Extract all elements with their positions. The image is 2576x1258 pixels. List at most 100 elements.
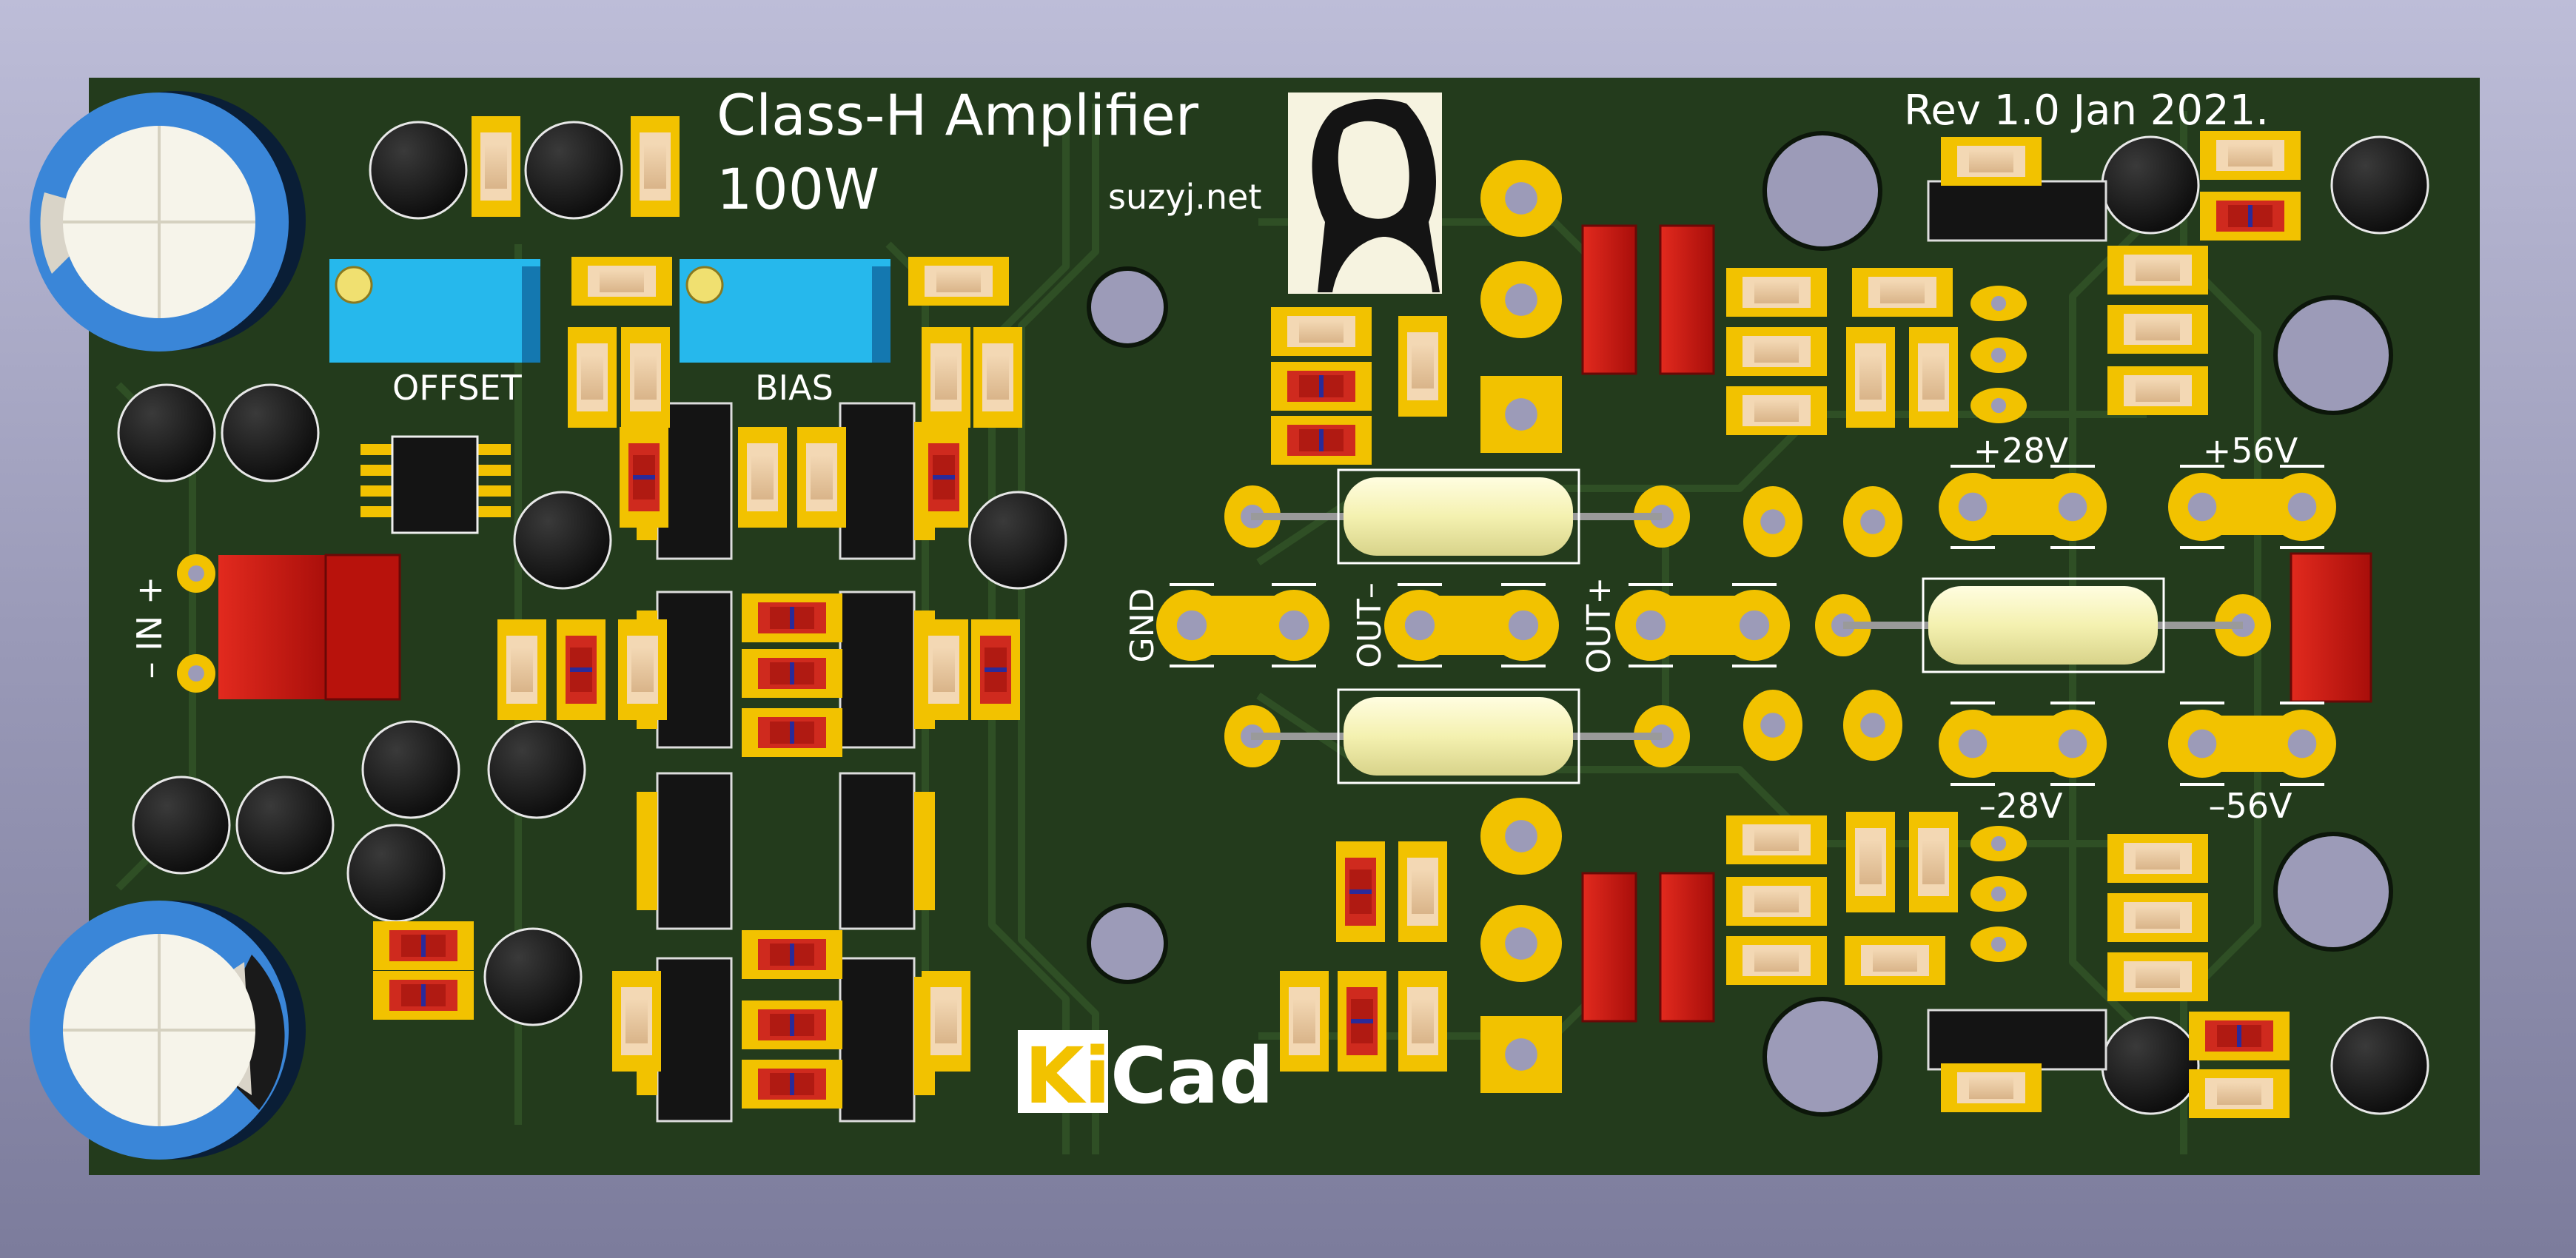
smd-component: [2189, 1012, 2290, 1060]
smd-component: [1846, 327, 1895, 428]
mounting-hole: [1762, 131, 1882, 251]
pad: [1970, 926, 2027, 962]
mounting-holes: [1087, 131, 2393, 1117]
board-power-rating: 100W: [717, 156, 879, 222]
trimmer-offset: [329, 259, 540, 363]
smd-component: [1398, 971, 1447, 1072]
smd-component: [1845, 936, 1945, 985]
smd-component: [971, 619, 1020, 720]
transistor: [2101, 1016, 2200, 1115]
smd-component: [1941, 137, 2042, 186]
pad: [1970, 388, 2027, 423]
pad: [1843, 486, 1902, 557]
smd-component: [1726, 936, 1827, 985]
smd-component: [1726, 386, 1827, 435]
trimmer-bias: [680, 259, 890, 363]
smd-component: [1398, 841, 1447, 942]
transistor: [968, 491, 1067, 590]
bias-label: BIAS: [755, 368, 833, 408]
mounting-hole: [2273, 832, 2393, 952]
board-title: Class-H Amplifier: [717, 82, 1199, 148]
pad: [1480, 798, 1562, 875]
smd-component: [1909, 327, 1958, 428]
artwork-portrait-logo: [1288, 92, 1442, 294]
smd-component: [1338, 971, 1386, 1072]
smd-component: [738, 427, 787, 528]
power-resistor: [1251, 688, 1662, 784]
smd-component: [620, 427, 668, 528]
film-capacitors: [1581, 224, 2372, 1023]
pad: [1970, 876, 2027, 912]
pad: [1970, 286, 2027, 321]
pad: [2039, 710, 2107, 778]
smd-component: [1852, 268, 1953, 317]
pad: [1743, 486, 1802, 557]
pos28-label: +28V: [1973, 431, 2069, 471]
transistor: [346, 824, 446, 923]
power-resistor: [1251, 468, 1662, 565]
smd-component: [1398, 316, 1447, 417]
smd-component: [2189, 1069, 2290, 1118]
pad: [1615, 590, 1686, 661]
pad: [1488, 590, 1559, 661]
pad: [177, 654, 215, 693]
smd-component: [742, 1000, 842, 1049]
smd-component: [1726, 327, 1827, 376]
smd-component: [742, 649, 842, 698]
transistor: [524, 121, 623, 220]
smd-component: [922, 971, 970, 1072]
smd-component: [919, 427, 968, 528]
smd-component: [1271, 307, 1372, 356]
mounting-hole: [1087, 903, 1168, 984]
smd-component: [1271, 416, 1372, 465]
smd-component: [373, 921, 474, 970]
input-relay: [218, 554, 401, 701]
neg28-label: –28V: [1979, 786, 2063, 826]
smd-component: [472, 116, 520, 217]
power-resistor: [1843, 577, 2243, 673]
pad: [1970, 826, 2027, 861]
transistor: [117, 383, 216, 482]
svg-text:Cad: Cad: [1110, 1031, 1274, 1121]
pad: [1156, 590, 1227, 661]
smd-component: [1726, 815, 1827, 864]
out-plus-label: OUT+: [1580, 577, 1618, 674]
transistor: [235, 776, 335, 875]
smd-component: [1909, 812, 1958, 912]
pad: [1719, 590, 1790, 661]
smd-component: [1271, 362, 1372, 411]
transistors: [117, 121, 2429, 1115]
smd-passives: [373, 116, 2301, 1118]
smd-component: [742, 930, 842, 979]
mounting-hole: [1762, 997, 1882, 1117]
smd-component: [2107, 305, 2208, 354]
transistor: [2101, 135, 2200, 235]
driver-packages: [656, 180, 2107, 1123]
opamp-ic: [360, 435, 511, 534]
adjust-screw-icon: [685, 266, 724, 304]
svg-text:Ki: Ki: [1024, 1031, 1110, 1121]
pad: [1384, 590, 1455, 661]
smd-component: [557, 619, 606, 720]
offset-label: OFFSET: [392, 368, 523, 408]
input-label: – IN +: [130, 576, 170, 679]
pad: [2168, 473, 2236, 541]
smd-component: [742, 708, 842, 757]
pad: [1480, 160, 1562, 237]
electrolytic-capacitor-bottom: [30, 901, 306, 1160]
transistor: [132, 776, 231, 875]
gnd-label: GND: [1124, 588, 1161, 663]
adjust-screw-icon: [335, 266, 373, 304]
smd-component: [797, 427, 846, 528]
pad: [177, 554, 215, 593]
smd-component: [2107, 246, 2208, 295]
out-minus-label: OUT–: [1351, 582, 1389, 668]
smd-component: [1726, 268, 1827, 317]
pad: [1480, 1016, 1562, 1093]
smd-component: [908, 257, 1009, 306]
kicad-logo: Ki Cad: [1018, 1030, 1274, 1121]
smd-component: [1941, 1063, 2042, 1112]
pad: [2268, 710, 2336, 778]
pad: [1258, 590, 1329, 661]
